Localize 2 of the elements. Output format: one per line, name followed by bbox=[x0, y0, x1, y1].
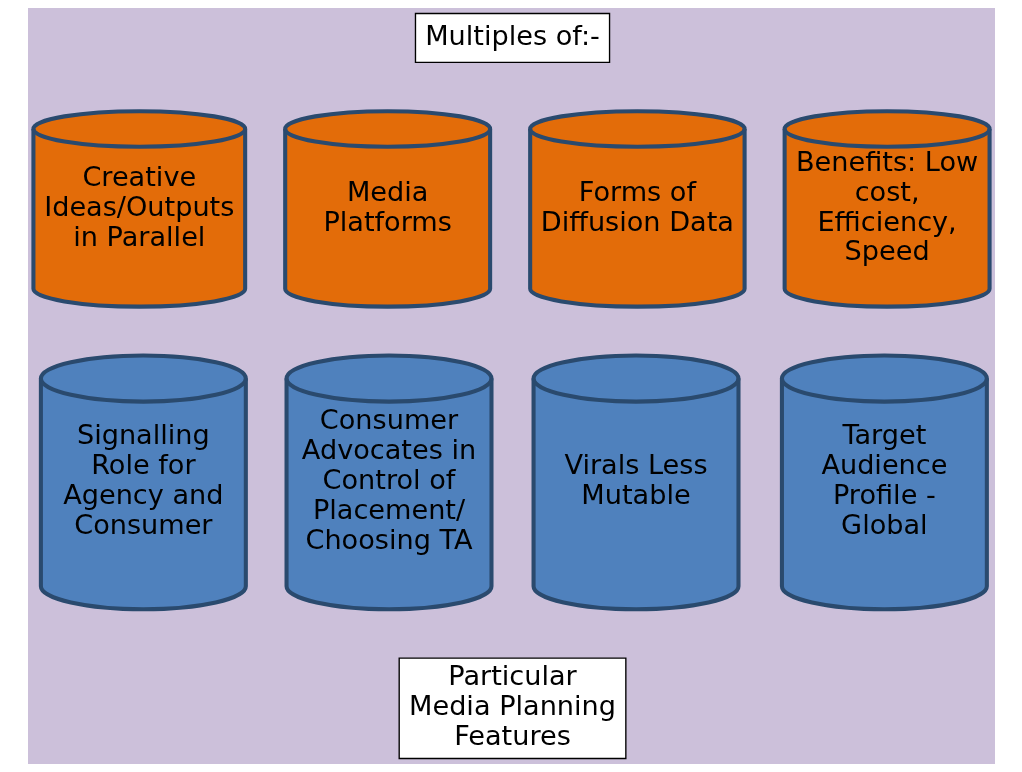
node-box: Multiples of:- bbox=[414, 12, 610, 63]
node-box: Particular Media PlanningFeatures bbox=[398, 657, 626, 760]
